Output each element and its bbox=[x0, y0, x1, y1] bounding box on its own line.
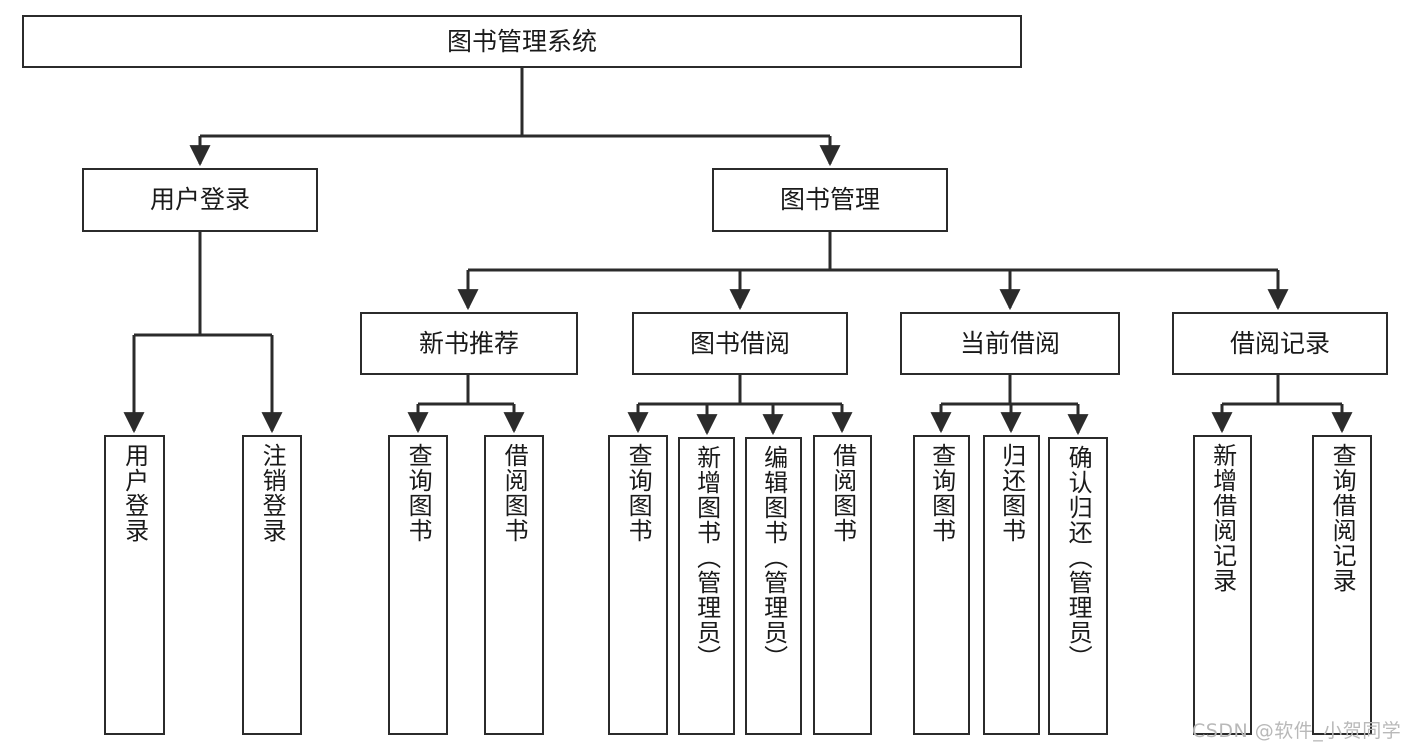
leaf-query-book-recommend[interactable]: 查询图书 bbox=[388, 435, 448, 735]
leaf-return-book[interactable]: 归还图书 bbox=[983, 435, 1040, 735]
leaf-add-borrow-record[interactable]: 新增借阅记录 bbox=[1193, 435, 1252, 735]
csdn-watermark: CSDN @软件_小贺同学 bbox=[1192, 720, 1402, 742]
node-borrow-record[interactable]: 借阅记录 bbox=[1172, 312, 1388, 375]
leaf-borrow-book[interactable]: 借阅图书 bbox=[813, 435, 872, 735]
node-book-management[interactable]: 图书管理 bbox=[712, 168, 948, 232]
leaf-user-login[interactable]: 用户登录 bbox=[104, 435, 165, 735]
leaf-query-book-current[interactable]: 查询图书 bbox=[913, 435, 970, 735]
node-user-login[interactable]: 用户登录 bbox=[82, 168, 318, 232]
node-root[interactable]: 图书管理系统 bbox=[22, 15, 1022, 68]
leaf-borrow-book-recommend[interactable]: 借阅图书 bbox=[484, 435, 544, 735]
node-current-borrow[interactable]: 当前借阅 bbox=[900, 312, 1120, 375]
node-new-book-recommend[interactable]: 新书推荐 bbox=[360, 312, 578, 375]
leaf-query-borrow-record[interactable]: 查询借阅记录 bbox=[1312, 435, 1372, 735]
leaf-logout-login[interactable]: 注销登录 bbox=[242, 435, 302, 735]
leaf-confirm-return-admin[interactable]: 确认归还（管理员） bbox=[1048, 437, 1108, 735]
leaf-add-book-admin[interactable]: 新增图书（管理员） bbox=[678, 437, 735, 735]
leaf-edit-book-admin[interactable]: 编辑图书（管理员） bbox=[745, 437, 802, 735]
node-book-borrow[interactable]: 图书借阅 bbox=[632, 312, 848, 375]
leaf-query-book-borrow[interactable]: 查询图书 bbox=[608, 435, 668, 735]
